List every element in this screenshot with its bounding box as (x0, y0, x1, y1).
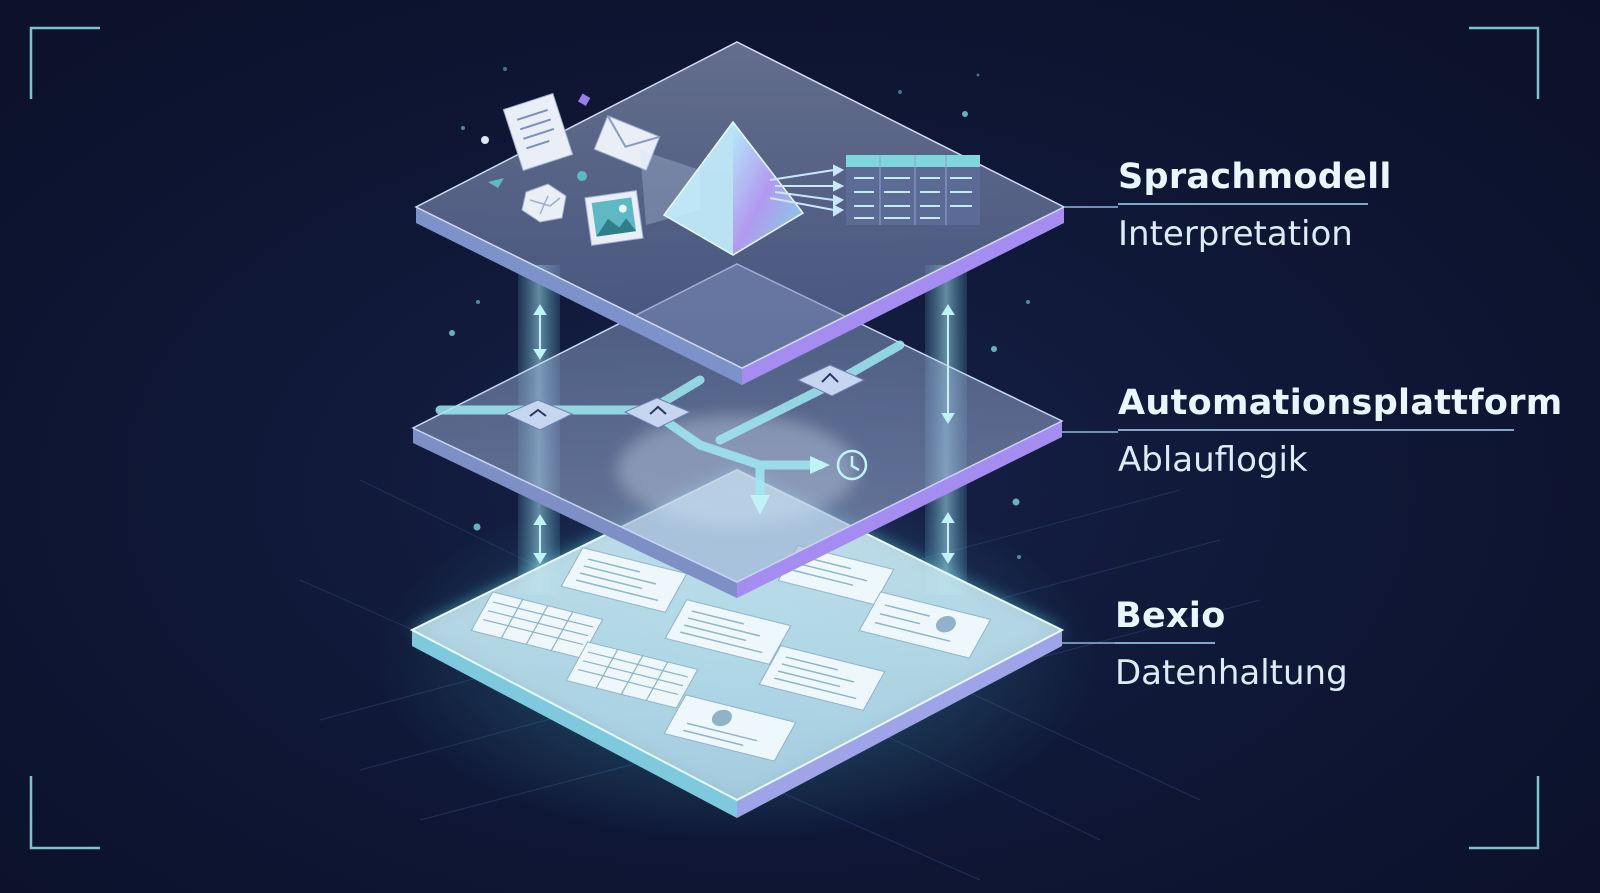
confetti-shape (481, 136, 489, 144)
confetti-shape (578, 93, 591, 106)
confetti-shape (488, 178, 504, 188)
contact-card-icon (663, 694, 797, 762)
document-icon (502, 92, 574, 172)
divider (1118, 429, 1514, 431)
label-leaders (1062, 206, 1118, 644)
timer-icon (836, 449, 868, 481)
workflow-node-icon (796, 364, 866, 397)
confetti-shape (577, 171, 587, 181)
layer-title: Automationsplattform (1118, 383, 1563, 423)
flow-arrow-right-icon (810, 456, 830, 474)
divider (1118, 203, 1368, 205)
crumpled-note-icon (521, 183, 567, 223)
layer-subtitle: Interpretation (1118, 213, 1353, 254)
workflow-node-icon (623, 397, 692, 429)
contact-card-icon (858, 591, 992, 659)
particle-dots (449, 67, 1030, 559)
flow-arrow-down-icon (750, 495, 770, 515)
layer-title: Bexio (1115, 596, 1226, 636)
layer-subtitle: Ablauflogik (1118, 439, 1308, 480)
workflow-node-icon (504, 399, 574, 431)
bidirectional-arrow-icon (533, 304, 955, 564)
prism-icon (662, 120, 805, 256)
envelope-icon (593, 115, 661, 171)
spreadsheet-doc-icon (470, 591, 604, 659)
label-automationsplattform: Automationsplattform Ablauflogik (1118, 381, 1563, 481)
language-model-layer (414, 41, 1066, 385)
label-sprachmodell: Sprachmodell Interpretation (1118, 155, 1392, 255)
divider (1115, 642, 1215, 644)
invoice-doc-icon (560, 547, 688, 613)
invoice-doc-icon (758, 645, 886, 711)
frame-corners (29, 26, 1540, 850)
structured-table-icon (846, 155, 980, 225)
layer-subtitle: Datenhaltung (1115, 652, 1348, 693)
output-arrows (769, 164, 845, 217)
layer-title: Sprachmodell (1118, 157, 1392, 197)
automation-layer (411, 263, 1064, 598)
image-icon (584, 190, 644, 246)
spreadsheet-doc-icon (565, 641, 699, 709)
label-bexio: Bexio Datenhaltung (1115, 594, 1348, 694)
invoice-doc-icon (664, 599, 792, 665)
